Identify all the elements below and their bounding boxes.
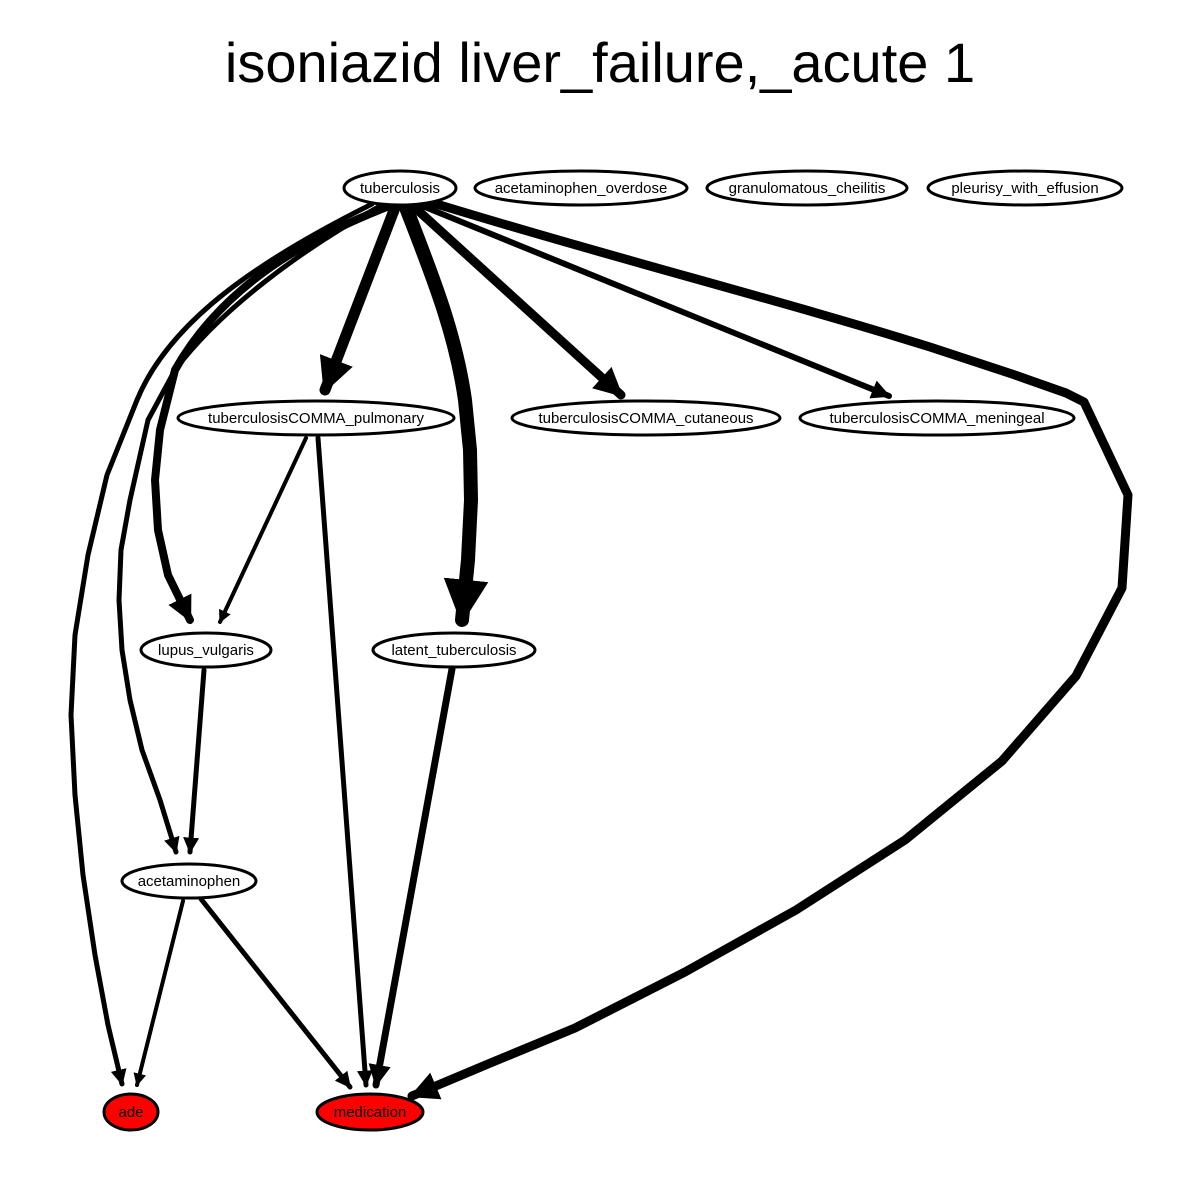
node-label: lupus_vulgaris — [158, 642, 254, 659]
node-label: tuberculosisCOMMA_meningeal — [829, 410, 1044, 427]
edge-tb_pulmonary-to-medication — [315, 435, 373, 1088]
node-label: granulomatous_cheilitis — [729, 180, 886, 197]
node-ellipse — [473, 169, 689, 207]
edge-tuberculosis-to-tb_pulmonary — [319, 199, 402, 396]
graph-title: isoniazid liver_failure,_acute 1 — [225, 31, 975, 94]
edge-tuberculosis-to-medication — [407, 197, 1133, 1101]
node-ellipse — [120, 862, 258, 900]
node-tb_pulmonary: tuberculosisCOMMA_pulmonary — [176, 399, 456, 437]
node-label: tuberculosis — [360, 180, 440, 197]
edge-tuberculosis-to-tb_meningeal — [417, 202, 892, 399]
node-ellipse — [176, 399, 456, 437]
node-granulomatous_cheilitis: granulomatous_cheilitis — [705, 169, 909, 207]
node-pleurisy_with_effusion: pleurisy_with_effusion — [926, 169, 1124, 207]
nodes-layer: tuberculosis acetaminophen_overdose granul… — [102, 169, 1124, 1132]
node-label: ade — [118, 1104, 143, 1121]
node-ellipse — [102, 1092, 160, 1132]
node-ellipse — [342, 169, 458, 207]
node-latent_tuberculosis: latent_tuberculosis — [371, 631, 537, 669]
node-ellipse — [371, 631, 537, 669]
node-label: acetaminophen — [138, 873, 241, 890]
edge-tuberculosis-to-ade — [68, 201, 375, 1087]
edge-acetaminophen-to-medication — [198, 896, 353, 1090]
node-ellipse — [510, 399, 782, 437]
node-ade: ade — [102, 1092, 160, 1132]
edge-acetaminophen-to-ade — [133, 899, 185, 1087]
node-acetaminophen_overdose: acetaminophen_overdose — [473, 169, 689, 207]
node-label: tuberculosisCOMMA_cutaneous — [538, 410, 753, 427]
node-label: tuberculosisCOMMA_pulmonary — [208, 410, 424, 427]
node-tb_cutaneous: tuberculosisCOMMA_cutaneous — [510, 399, 782, 437]
edges-layer — [68, 197, 1133, 1101]
node-tuberculosis: tuberculosis — [342, 169, 458, 207]
node-ellipse — [139, 631, 273, 669]
edge-tb_pulmonary-to-lupus_vulgaris — [218, 436, 308, 624]
node-ellipse — [926, 169, 1124, 207]
node-acetaminophen: acetaminophen — [120, 862, 258, 900]
edge-tuberculosis-to-latent_tuberculosis — [398, 198, 489, 627]
node-label: acetaminophen_overdose — [495, 180, 668, 197]
node-ellipse — [315, 1092, 425, 1132]
node-ellipse — [705, 169, 909, 207]
node-tb_meningeal: tuberculosisCOMMA_meningeal — [798, 399, 1076, 437]
node-lupus_vulgaris: lupus_vulgaris — [139, 631, 273, 669]
node-ellipse — [798, 399, 1076, 437]
node-label: pleurisy_with_effusion — [951, 180, 1098, 197]
edge-tuberculosis-to-lupus_vulgaris — [151, 201, 396, 624]
node-medication: medication — [315, 1092, 425, 1132]
edge-latent_tuberculosis-to-medication — [368, 665, 456, 1089]
edge-lupus_vulgaris-to-acetaminophen — [183, 667, 207, 855]
edge-tuberculosis-to-tb_cutaneous — [407, 200, 626, 400]
node-label: medication — [334, 1104, 407, 1121]
node-label: latent_tuberculosis — [391, 642, 516, 659]
